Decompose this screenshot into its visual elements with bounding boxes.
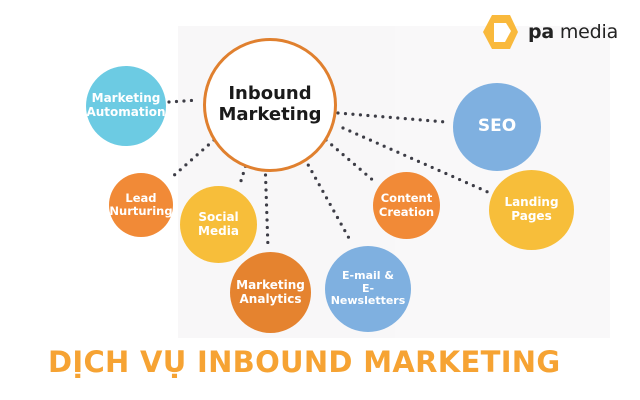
connector-landing	[341, 126, 492, 195]
connector-lead	[169, 138, 216, 180]
brand-logo: pa media	[480, 12, 618, 52]
connector-seo	[336, 111, 448, 124]
connector-email	[299, 150, 352, 242]
hexagon-icon	[483, 15, 518, 49]
connector-content	[324, 138, 377, 184]
page-title: DỊCH VỤ INBOUND MARKETING	[48, 345, 561, 379]
node-seo: SEO	[453, 83, 541, 171]
node-email-newsletters: E-mail &E-Newsletters	[325, 246, 411, 332]
brand-name: pa media	[528, 21, 619, 43]
connector-automation	[167, 98, 200, 104]
connector-analytics	[263, 158, 270, 250]
